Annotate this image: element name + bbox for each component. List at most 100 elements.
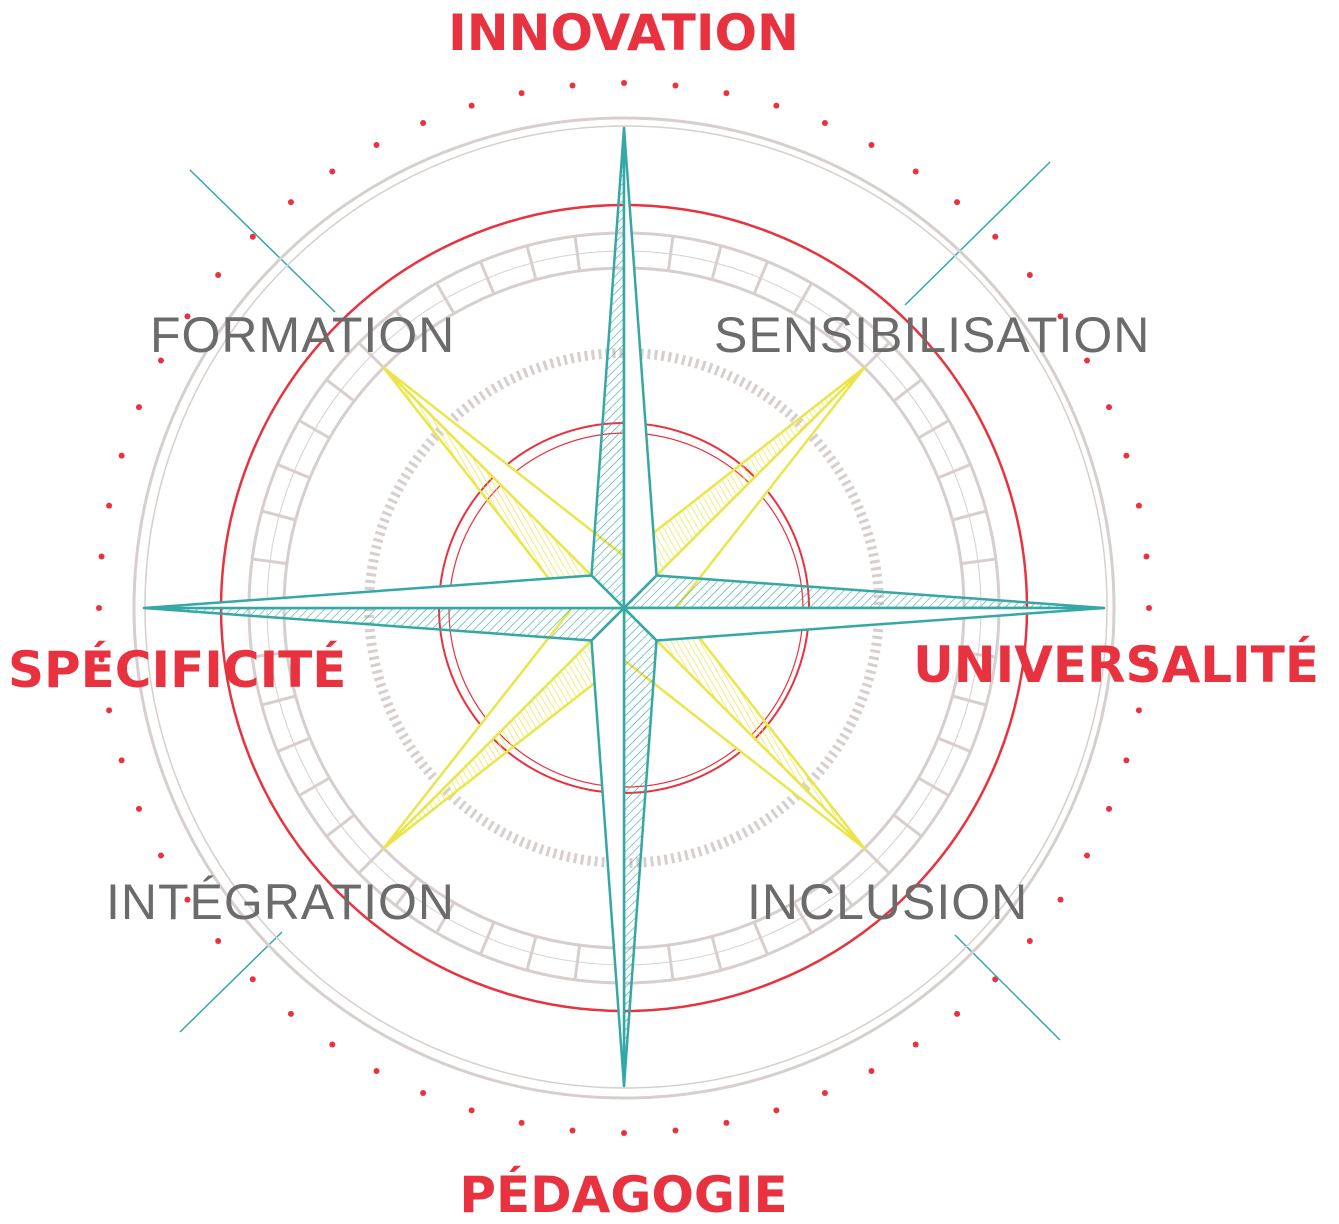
ring-dot xyxy=(1084,357,1091,364)
block-divider xyxy=(325,813,356,838)
ring-dot xyxy=(420,1090,427,1097)
ring-dot xyxy=(1026,938,1033,945)
block-divider xyxy=(917,776,950,797)
ring-dot xyxy=(468,1107,475,1114)
ring-dot xyxy=(723,1119,730,1126)
teal-point-south-light xyxy=(590,606,626,1088)
block-divider xyxy=(710,245,723,280)
ring-dot xyxy=(249,976,256,983)
outer-ring xyxy=(132,116,1116,1100)
ring-dot xyxy=(1135,707,1142,714)
ring-dot xyxy=(287,199,294,206)
label-universalite: UNIVERSALITÉ xyxy=(913,636,1319,694)
block-divider xyxy=(525,245,538,280)
ring-dot xyxy=(106,502,113,509)
ring-dot xyxy=(773,1107,780,1114)
ring-dot xyxy=(868,1068,875,1075)
ring-dot xyxy=(215,271,222,278)
block-divider xyxy=(792,901,813,934)
block-divider xyxy=(952,694,987,707)
ring-dot xyxy=(912,168,919,175)
block-divider xyxy=(829,309,854,340)
teal-point-west-shaded xyxy=(142,606,626,642)
diagonal-ray xyxy=(954,934,1061,1041)
ring-dot xyxy=(98,553,105,560)
block-divider xyxy=(937,463,972,480)
ring-dot xyxy=(135,805,142,812)
label-sensibilisation: SENSIBILISATION xyxy=(714,307,1151,363)
ring-dot xyxy=(1057,313,1064,320)
ring-dot xyxy=(373,141,380,148)
block-divider xyxy=(252,557,288,566)
ring-dot xyxy=(135,404,142,411)
block-divider xyxy=(792,282,813,315)
ring-dot xyxy=(215,938,222,945)
block-divider xyxy=(394,309,419,340)
ring-dot xyxy=(1146,605,1152,611)
block-divider xyxy=(752,260,769,295)
block-divider xyxy=(666,236,675,272)
outer-dot-ring xyxy=(96,80,1152,1136)
diagonal-ray xyxy=(904,161,1051,306)
ring-dot xyxy=(118,757,125,764)
yellow-point-light xyxy=(382,366,626,610)
ring-dot xyxy=(1106,404,1113,411)
block-divider xyxy=(276,736,311,753)
teal-point-south-shaded xyxy=(622,606,658,1088)
label-inclusion: INCLUSION xyxy=(747,874,1029,930)
ring-dot xyxy=(821,119,828,126)
label-integration: INTÉGRATION xyxy=(106,874,455,930)
ring-dot xyxy=(157,852,164,859)
block-divider xyxy=(573,944,582,980)
block-divider xyxy=(435,282,456,315)
block-divider xyxy=(573,236,582,272)
ring-dot xyxy=(912,1041,919,1048)
ring-dot xyxy=(468,102,475,109)
block-divider xyxy=(960,650,996,659)
label-formation: FORMATION xyxy=(150,307,456,363)
block-divider xyxy=(261,509,296,522)
yellow-point-light xyxy=(382,606,626,850)
ring-dot xyxy=(1084,852,1091,859)
ring-dot xyxy=(621,80,627,86)
ring-dot xyxy=(1135,502,1142,509)
diagonal-rays xyxy=(179,161,1061,1041)
yellow-point-light xyxy=(622,606,866,850)
teal-point-east-shaded xyxy=(622,574,1106,610)
teal-point-west-light xyxy=(142,574,626,610)
ring-dot xyxy=(672,1127,679,1134)
teal-point-north-shaded xyxy=(590,126,626,610)
block-divider xyxy=(829,876,854,907)
ring-dot xyxy=(954,1010,961,1017)
block-divider xyxy=(752,921,769,956)
block-divider xyxy=(298,776,331,797)
block-divider xyxy=(863,847,891,875)
ring-dot xyxy=(157,357,164,364)
ring-dot xyxy=(954,199,961,206)
block-divider xyxy=(261,694,296,707)
ring-dot xyxy=(723,90,730,97)
ring-dot xyxy=(249,233,256,240)
diagonal-ray xyxy=(189,169,336,313)
block-divider xyxy=(479,260,496,295)
block-divider xyxy=(666,944,675,980)
block-divider xyxy=(917,419,950,440)
ring-dot xyxy=(518,1119,525,1126)
ring-dot xyxy=(773,102,780,109)
block-divider xyxy=(325,378,356,403)
block-divider xyxy=(357,341,385,369)
ring-dot xyxy=(992,233,999,240)
ring-dot xyxy=(1123,757,1130,764)
block-divider xyxy=(525,936,538,971)
block-divider xyxy=(710,936,723,971)
ring-dot xyxy=(329,168,336,175)
teal-star-points xyxy=(142,126,1106,1088)
block-divider xyxy=(357,847,385,875)
ring-dot xyxy=(1143,553,1150,560)
ring-dot xyxy=(569,1127,576,1134)
block-divider xyxy=(863,341,891,369)
ring-dot xyxy=(621,1130,627,1136)
block-divider xyxy=(435,901,456,934)
